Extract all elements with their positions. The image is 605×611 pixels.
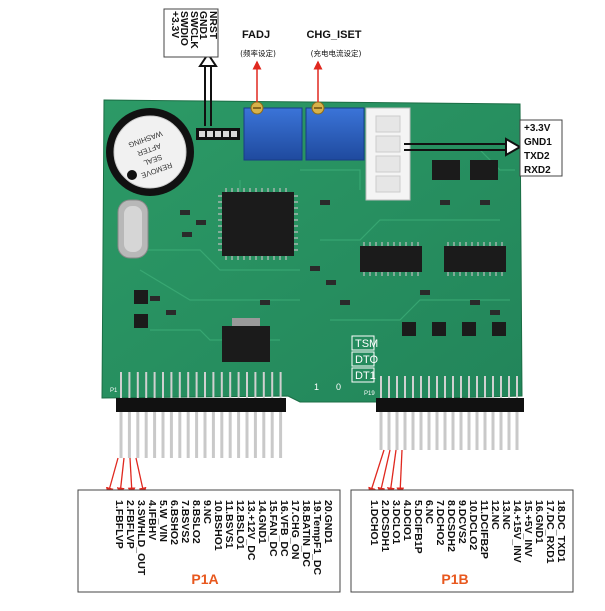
p1a-pin-3: 3.SWHLD_OUT [135, 500, 147, 576]
top-pin-nrst: NRST [207, 11, 218, 40]
p1a-pin-15: 15.FAN_DC [267, 500, 279, 557]
mcu-chip [218, 188, 298, 260]
p1a-pin-16: 16.VFB_DC [278, 500, 290, 557]
p1b-pin-11: 11.DCIFB2P [478, 500, 490, 559]
p1b-box [350, 489, 574, 593]
p1b-pin-15: 15.+5V_INV [522, 500, 534, 557]
swd-header [196, 128, 240, 140]
top-connector-box [163, 8, 219, 58]
p1b-title: P1B [441, 571, 468, 587]
p1b-pin-6: 6.NC [423, 500, 435, 524]
right-pin-4: RXD2 [524, 165, 551, 176]
p1b-pin-18: 18.DC_TXD1 [555, 500, 567, 563]
top-connector-labels: NRST GND1 SWCLK SWDIO +3.3V [168, 11, 218, 49]
p1b-pin-4: 4.DCIO1 [401, 500, 413, 541]
p1a-pin-10: 10.BSHO1 [212, 500, 224, 551]
p1b-pin-12: 12.NC [489, 500, 501, 530]
p1b-pin-14: 14.+15V_INV [511, 500, 523, 563]
driver-ic-2 [444, 242, 506, 276]
p1a-pin-20: 20.GND1 [322, 500, 334, 544]
fadj-label: FADJ [242, 29, 270, 41]
header-p1b [376, 376, 524, 450]
pin-marker-0: 0 [336, 382, 341, 392]
top-pin-3v3: +3.3V [168, 11, 180, 39]
passive-components [150, 200, 500, 315]
silk-dt1: DT1 [355, 370, 376, 382]
potentiometer-fadj [243, 101, 303, 161]
right-pin-2: GND1 [524, 137, 552, 148]
p1a-pin-14: 14.GND1 [256, 500, 268, 544]
p1b-pin-13: 13.NC [500, 500, 512, 530]
p1a-pin-1: 1.FBFLVP [113, 500, 125, 549]
silk-box-tsm [351, 335, 375, 351]
arrows-p1b [368, 449, 405, 496]
p1a-pin-4: 4.IFBHV [146, 500, 158, 541]
silk-dto: DTO [355, 354, 378, 366]
chg-iset-subtitle: (充电电流设定) [311, 48, 362, 58]
p1b-pin-2: 2.DCSDH1 [379, 500, 391, 552]
p1a-pin-7: 7.BSVS2 [179, 500, 191, 544]
crystal-oscillator [117, 199, 149, 259]
p1a-box [77, 489, 341, 593]
ic-small-2 [470, 160, 498, 180]
right-connector-box [519, 119, 563, 177]
p1a-title: P1A [191, 571, 218, 587]
driver-ic-1 [360, 242, 422, 276]
arrow-uart [404, 137, 523, 157]
p1a-pin-18: 18.BATIN_DC [300, 500, 312, 567]
p1b-pin-1: 1.DCHO1 [368, 500, 380, 546]
chg-iset-label: CHG_ISET [306, 29, 361, 41]
p1a-pin-11: 11.BSVS1 [223, 500, 235, 549]
top-pin-gnd1: GND1 [197, 11, 209, 40]
pin-marker-1: 1 [314, 382, 319, 392]
silk-p19: P19 [364, 391, 375, 397]
p1b-pin-3: 3.DCLO1 [390, 500, 402, 545]
silk-tsm: TSM [355, 338, 378, 350]
p1a-pin-2: 2.FBFLVP [124, 500, 136, 549]
p1b-pin-5: 5.DCIFB1P [412, 500, 424, 554]
uart-connector [365, 107, 411, 201]
p1a-pin-12: 12.BSLO1 [234, 500, 246, 550]
silk-p1: P1 [110, 388, 118, 394]
p1b-pin-7: 7.DCHO2 [434, 500, 446, 546]
p1a-pin-9: 9.NC [201, 500, 213, 524]
voltage-regulator [222, 318, 270, 362]
p1a-pin-13: 13.+12V_DC [245, 500, 257, 561]
p1a-pin-17: 17.CHG_ON [289, 500, 301, 560]
right-pin-3: TXD2 [524, 151, 550, 162]
top-pin-swdio: SWDIO [178, 11, 190, 46]
p1b-pin-9: 9.DCVS2 [456, 500, 468, 544]
p1a-pin-6: 6.BSHO2 [168, 500, 180, 545]
p1a-pin-19: 19.TempF1_DC [311, 500, 323, 576]
right-pin-1: +3.3V [524, 123, 551, 134]
header-p1a [116, 372, 286, 458]
buzzer [106, 108, 194, 196]
p1b-pin-10: 10.DCLO2 [467, 500, 479, 551]
ic-small-1 [432, 160, 460, 180]
p1a-pin-8: 8.BSLO2 [190, 500, 202, 544]
fadj-subtitle: (频率设定) [240, 48, 276, 58]
silk-box-dto [351, 351, 375, 367]
p1b-pin-16: 16.GND1 [533, 500, 545, 544]
potentiometer-chg-iset [305, 101, 365, 161]
top-pin-swclk: SWCLK [187, 11, 199, 49]
p1a-pin-5: 5.W_VIN [157, 500, 169, 543]
arrow-swd [198, 52, 218, 126]
silk-box-dt1 [351, 367, 375, 383]
arrows-p1a [105, 457, 147, 496]
p1b-pin-8: 8.DCSDH2 [445, 500, 457, 552]
p1b-pin-17: 17.DC_RXD1 [544, 500, 556, 564]
transistors [134, 290, 506, 336]
